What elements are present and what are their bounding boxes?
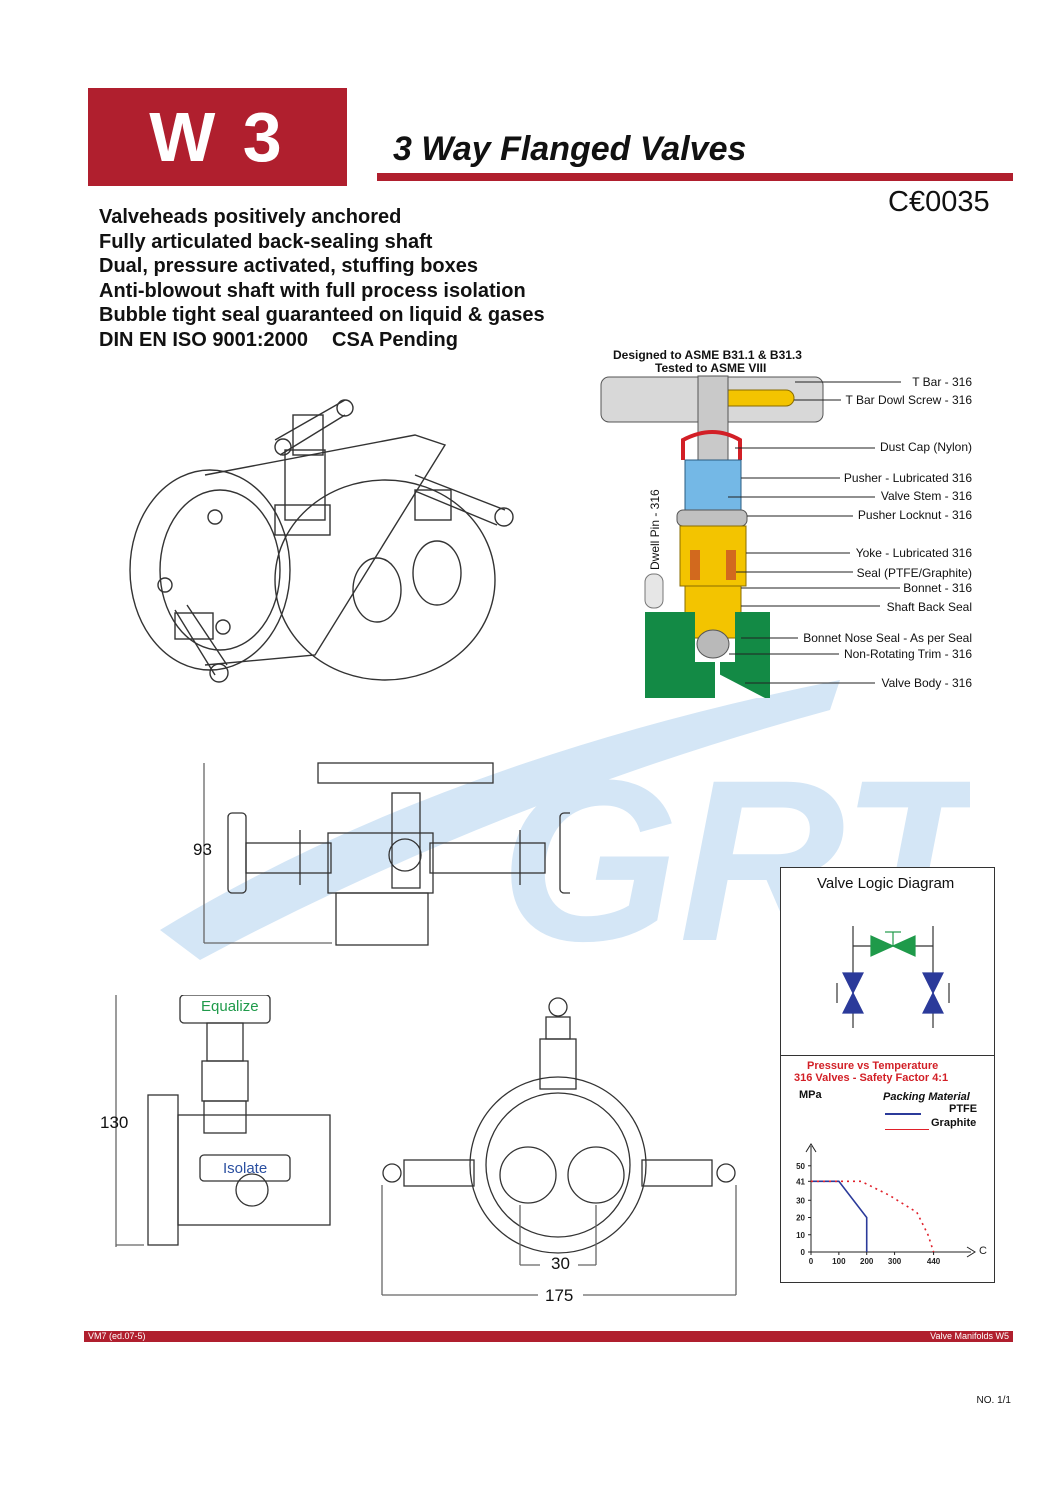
legend-label-ptfe: PTFE [949,1103,978,1115]
callout-leaders [728,381,901,684]
height-dimension-side: 130 [100,1113,129,1132]
chart-subtitle: 316 Valves - Safety Factor 4:1 [794,1072,949,1084]
part-label: Yoke - Lubricated 316 [855,546,972,560]
x-tick-label: 440 [927,1257,941,1266]
feature-item: Valveheads positively anchored [99,206,402,228]
feature-list: Valveheads positively anchored Fully art… [99,205,545,352]
valve-logic-panel: Valve Logic Diagram [780,867,995,1057]
footer-section: Valve Manifolds W5 [930,1331,1009,1341]
y-tick-label: 20 [796,1214,805,1223]
equalize-valve-symbol-left [870,935,895,957]
y-tick-label: 41 [796,1177,805,1186]
equalize-valve-symbol-right [891,935,916,957]
series-badge: W 3 [88,88,347,186]
y-tick-label: 10 [796,1231,805,1240]
y-tick-label: 30 [796,1196,805,1205]
part-label: Valve Body - 316 [881,676,973,690]
standards-line: DIN EN ISO 9001:2000 CSA Pending [99,328,545,353]
chart-title: Pressure vs Temperature [807,1060,939,1072]
y-axis-label: MPa [799,1089,822,1101]
x-tick-label: 200 [860,1257,874,1266]
part-label: T Bar Dowl Screw - 316 [845,393,973,407]
dwell-pin-label: Dwell Pin - 316 [648,489,662,570]
feature-item: Bubble tight seal guaranteed on liquid &… [99,304,545,326]
valve-logic-diagram [836,926,950,1028]
isolate-valve-symbol-right [922,972,944,995]
equalize-valve-label: Equalize [201,998,259,1015]
y-axis-arrow [805,1143,817,1153]
isometric-drawing [129,399,514,683]
part-label: Dust Cap (Nylon) [879,440,972,454]
x-tick-label: 0 [809,1257,814,1266]
valve-body-right-shape [720,612,770,698]
isolate-valve-label: Isolate [223,1160,268,1177]
title-rule [377,173,1013,181]
legend-title: Packing Material [883,1091,970,1103]
test-standard-note: Tested to ASME VIII [655,361,767,375]
iso-standard: DIN EN ISO 9001:2000 [99,328,308,351]
x-axis-arrow [966,1246,976,1258]
footer-edition: VM7 (ed.07-5) [88,1331,146,1341]
height-dimension-front: 93 [193,840,212,859]
stem-tip-shape [696,629,730,659]
part-label: Shaft Back Seal [886,600,972,614]
x-tick-label: 100 [832,1257,846,1266]
series-line-graphite [811,1180,935,1253]
part-label: Valve Stem - 316 [880,489,972,503]
part-label: Non-Rotating Trim - 316 [843,647,972,661]
design-standard-note: Designed to ASME B31.1 & B31.3 [613,348,802,362]
part-label: Pusher Locknut - 316 [857,508,972,522]
legend-label-graphite: Graphite [931,1117,977,1129]
valve-body-left-shape [645,612,715,698]
port-spacing-dimension: 30 [551,1254,570,1273]
x-axis-label: C [979,1245,987,1257]
feature-item: Anti-blowout shaft with full process iso… [99,279,526,302]
side-view-drawing [115,995,331,1247]
part-label: Bonnet - 316 [903,581,972,595]
feature-item: Dual, pressure activated, stuffing boxes [99,255,478,277]
pressure-temperature-panel: Pressure vs Temperature 316 Valves - Saf… [780,1055,995,1283]
legend-swatch-ptfe [885,1113,921,1115]
dust-cap-shape [681,430,742,460]
overall-width-dimension: 175 [545,1286,574,1305]
footer-bar: VM7 (ed.07-5) Valve Manifolds W5 [84,1331,1013,1342]
page-number: NO. 1/1 [976,1395,1011,1406]
valve-cross-section: Dwell Pin - 316 [600,375,824,698]
legend-swatch-graphite [885,1129,929,1130]
isolate-valve-symbol-left [842,972,864,995]
page-title: 3 Way Flanged Valves [393,130,747,168]
valve-logic-title: Valve Logic Diagram [817,875,955,892]
end-view-drawing [381,997,737,1296]
y-tick-label: 50 [796,1162,805,1171]
part-label: Bonnet Nose Seal - As per Seal [803,631,972,645]
series-line-ptfe [811,1180,868,1252]
trim-cutout-shape [715,672,765,698]
part-label: Pusher - Lubricated 316 [843,471,972,485]
part-label: T Bar - 316 [912,375,972,389]
pressure-temperature-chart: C 0 10 20 30 41 50 0 100 200 300 440 [796,1143,987,1266]
front-view-drawing [203,762,570,946]
watermark-swoosh [160,680,840,960]
csa-status: CSA Pending [332,328,458,351]
ce-certification-mark: C€0035 [888,186,990,218]
seal-left-shape [690,550,700,580]
y-tick-label: 0 [801,1248,806,1257]
part-label: Seal (PTFE/Graphite) [856,566,972,580]
feature-item: Fully articulated back-sealing shaft [99,230,433,253]
x-tick-label: 300 [888,1257,902,1266]
seal-right-shape [726,550,736,580]
dwell-pin-shape [644,573,664,609]
